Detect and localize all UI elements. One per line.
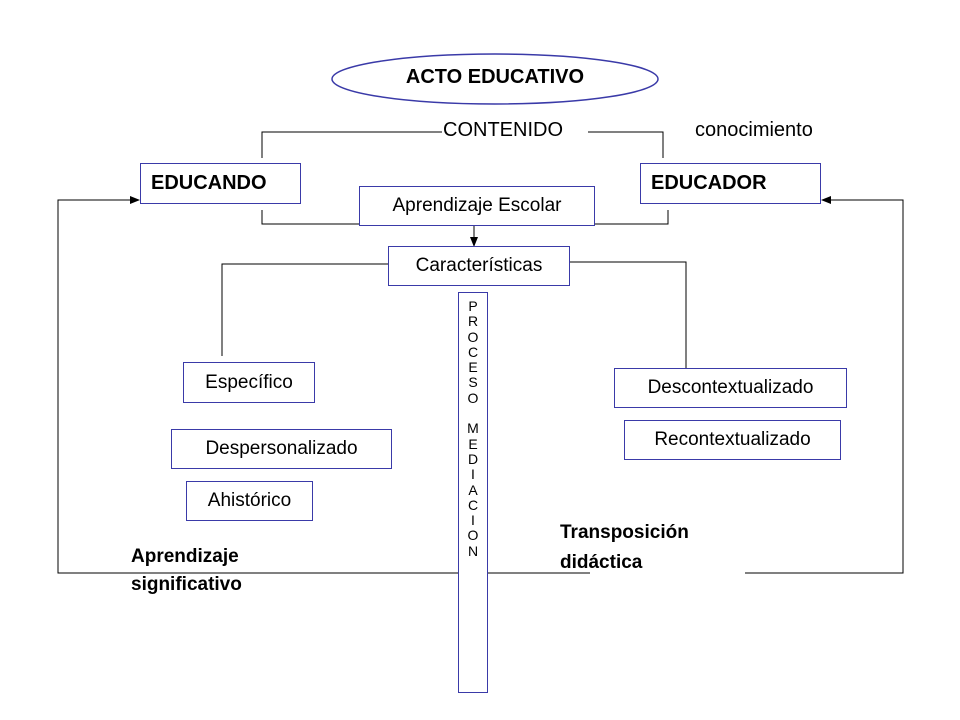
recontextualizado-box: Recontextualizado	[624, 420, 841, 460]
educando-box: EDUCANDO	[140, 163, 301, 204]
descontextualizado-box: Descontextualizado	[614, 368, 847, 408]
especifico-box: Específico	[183, 362, 315, 403]
conocimiento-label: conocimiento	[695, 119, 813, 141]
caracteristicas-box: Características	[388, 246, 570, 286]
despersonalizado-box: Despersonalizado	[171, 429, 392, 469]
contenido-bracket	[261, 131, 442, 158]
branch-left	[221, 263, 388, 356]
aprendizaje-escolar-box: Aprendizaje Escolar	[359, 186, 595, 226]
right-feedback-loop	[745, 196, 904, 574]
aprendizaje-significativo-label: Aprendizaje significativo	[131, 546, 242, 595]
transposicion-didactica-label: Transposición didáctica	[560, 522, 689, 573]
ahistorico-box: Ahistórico	[186, 481, 313, 521]
title: ACTO EDUCATIVO	[405, 66, 585, 88]
contenido-label: CONTENIDO	[443, 119, 563, 141]
branch-right	[570, 261, 687, 368]
title-ellipse	[331, 53, 659, 105]
educador-box: EDUCADOR	[640, 163, 821, 204]
left-feedback-loop	[57, 196, 458, 574]
